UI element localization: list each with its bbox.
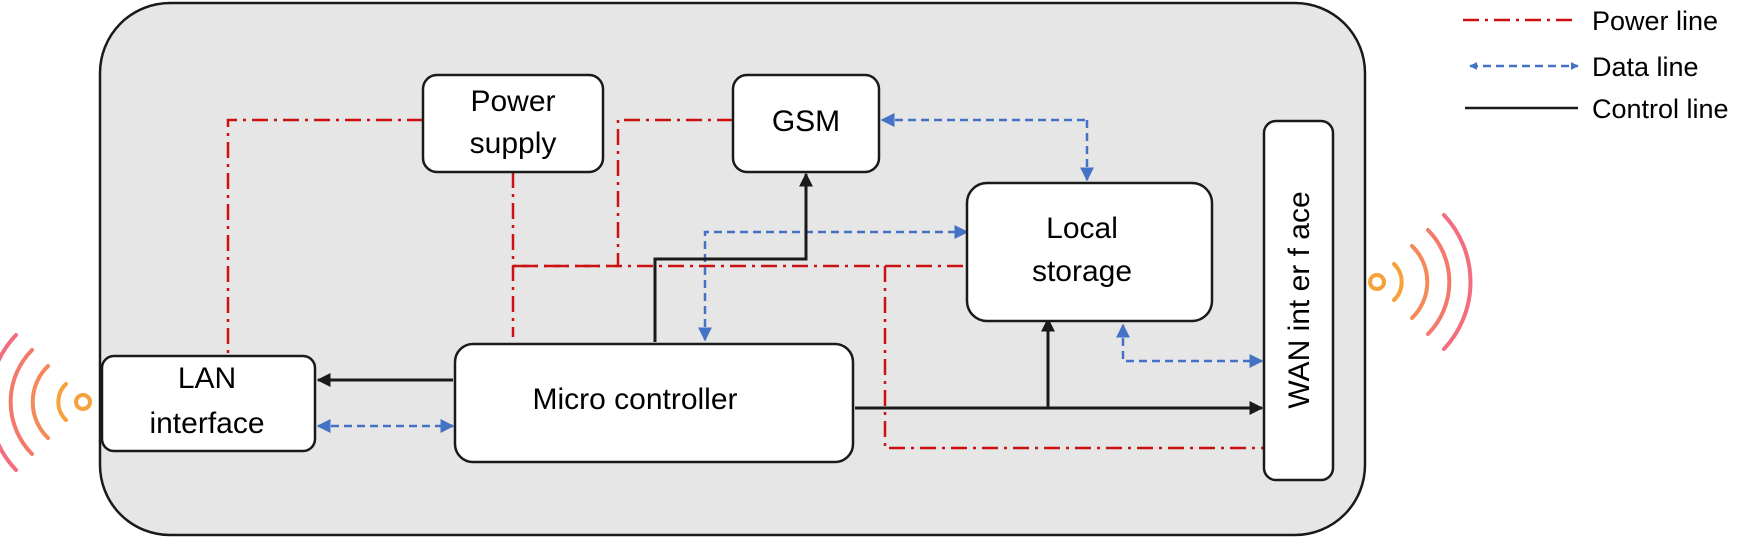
legend-data-line-label: Data line bbox=[1592, 52, 1699, 82]
local-storage-label-line1: Local bbox=[1046, 212, 1118, 245]
local-storage-label-line2: storage bbox=[1032, 255, 1132, 288]
lan-interface-block: LAN interface bbox=[100, 354, 317, 453]
local-storage-block: Local storage bbox=[965, 181, 1214, 323]
power-line-gsm bbox=[513, 118, 733, 268]
power-supply-label-line2: supply bbox=[470, 127, 557, 160]
legend: Power line Data line Control line bbox=[1463, 6, 1729, 124]
micro-controller-label: Micro controller bbox=[532, 383, 737, 416]
wireless-signal-icon bbox=[1368, 213, 1473, 351]
wan-interface-block: WAN int er f ace bbox=[1262, 119, 1335, 482]
lan-interface-label-line2: interface bbox=[149, 407, 264, 440]
power-supply-block: Power supply bbox=[421, 73, 605, 174]
data-line-micro-storage bbox=[698, 225, 969, 342]
power-supply-label-line1: Power bbox=[470, 85, 555, 118]
data-lines bbox=[316, 113, 1264, 433]
micro-controller-block: Micro controller bbox=[453, 342, 855, 464]
gsm-label: GSM bbox=[772, 105, 840, 138]
lan-interface-label-line1: LAN bbox=[178, 362, 236, 395]
legend-power-line-label: Power line bbox=[1592, 6, 1718, 36]
power-line-wan bbox=[883, 266, 1263, 450]
control-lines bbox=[316, 172, 1264, 415]
control-line-micro-gsm bbox=[653, 172, 813, 342]
wireless-signal-icon bbox=[0, 333, 92, 472]
wan-interface-label: WAN int er f ace bbox=[1283, 191, 1316, 408]
power-line-lan bbox=[226, 118, 423, 356]
gsm-block: GSM bbox=[731, 73, 881, 174]
legend-control-line-label: Control line bbox=[1592, 94, 1729, 124]
